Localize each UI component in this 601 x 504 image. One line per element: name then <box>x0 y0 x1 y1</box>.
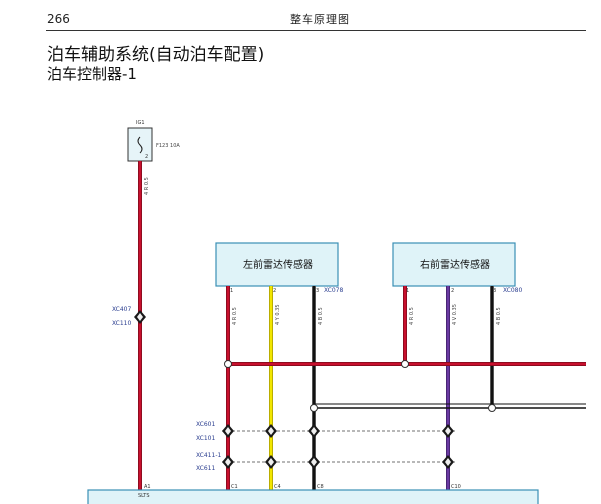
connector-diamond-row2 <box>222 455 454 469</box>
fuse-id-label: IG1 <box>136 120 145 126</box>
left-wire-2-label: 4 Y 0.35 <box>275 304 281 325</box>
left-radar-sensor-label: 左前雷达传感器 <box>243 258 313 271</box>
header-title: 整车原理图 <box>290 13 350 26</box>
connector-label-xc110: XC110 <box>112 320 131 327</box>
bottom-pin-c4: C4 <box>274 484 281 490</box>
junction-dot <box>310 404 318 412</box>
bottom-pin-c1: C1 <box>231 484 238 490</box>
left-sensor-connector: XC078 <box>324 287 343 294</box>
right-wire-3-label: 4 B 0.5 <box>496 307 502 325</box>
left-sensor-pin-3: 3 <box>316 288 319 294</box>
main-wire-label: 4 R 0.5 <box>144 177 150 195</box>
document-subtitle: 泊车控制器-1 <box>47 65 137 83</box>
right-sensor-pin-1: 1 <box>406 288 409 294</box>
right-sensor-connector: XC080 <box>503 287 522 294</box>
right-radar-sensor: 右前雷达传感器 <box>392 242 516 287</box>
connector-xc407 <box>134 310 146 324</box>
right-sensor-pin-2: 2 <box>451 288 454 294</box>
right-sensor-pin-3: 3 <box>493 288 496 294</box>
left-radar-sensor: 左前雷达传感器 <box>215 242 339 287</box>
junction-dot <box>401 360 409 368</box>
connector-label-xc601: XC601 <box>196 421 215 428</box>
left-wire-3-label: 4 B 0.5 <box>318 307 324 325</box>
junction-dot <box>224 360 232 368</box>
connector-label-xc411-1: XC411-1 <box>196 452 221 459</box>
right-wire-2-label: 4 V 0.35 <box>452 304 458 325</box>
junction-dot <box>488 404 496 412</box>
fuse-rating-label: F123 10A <box>156 143 180 149</box>
fuse-symbol-icon <box>137 136 143 154</box>
bottom-pin-a1-sub: SLTS <box>138 493 150 499</box>
left-wire-1-label: 4 R 0.5 <box>232 307 238 325</box>
bottom-pin-a1: A1 <box>144 484 151 490</box>
left-sensor-pin-1: 1 <box>230 288 233 294</box>
header-rule <box>46 30 586 31</box>
right-wire-1-label: 4 R 0.5 <box>409 307 415 325</box>
fuse-block: IG1 F123 10A 2 <box>127 120 180 162</box>
connector-label-xc407: XC407 <box>112 306 131 313</box>
left-sensor-pin-2: 2 <box>273 288 276 294</box>
connector-label-xc611: XC611 <box>196 465 215 472</box>
document-title: 泊车辅助系统(自动泊车配置) <box>47 45 265 65</box>
fuse-pin-label: 2 <box>145 154 148 160</box>
bottom-pin-c10: C10 <box>451 484 461 490</box>
connector-label-xc101: XC101 <box>196 435 215 442</box>
right-radar-sensor-label: 右前雷达传感器 <box>420 258 490 271</box>
connector-diamond-row1 <box>222 424 454 438</box>
parking-controller-box <box>87 489 539 504</box>
bottom-pin-c8: C8 <box>317 484 324 490</box>
page-number: 266 <box>47 12 70 26</box>
